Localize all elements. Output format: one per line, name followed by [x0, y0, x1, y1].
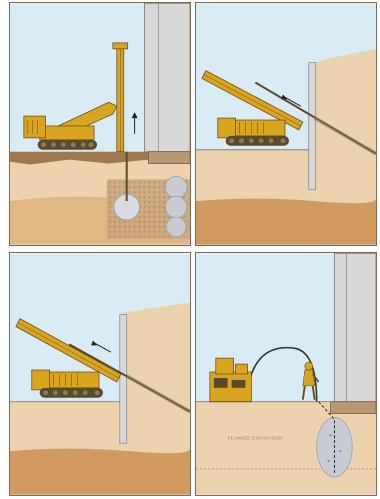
planned-excavation-label: PLANNED EXCAVATION — [228, 435, 283, 440]
footing — [148, 152, 190, 164]
rig-cab — [24, 116, 46, 138]
panel-inclined-drilling — [195, 2, 377, 246]
drill-machine-cab — [32, 370, 50, 390]
drill-machine-body — [234, 120, 285, 136]
grout-station-illustration: PLANNED EXCAVATION — [196, 253, 376, 495]
panel-vertical-jet-grouting — [9, 2, 191, 246]
deep-soil — [196, 199, 376, 245]
inclined-drilling-wall-illustration — [10, 253, 190, 495]
footing — [331, 402, 376, 414]
building-wall — [334, 253, 376, 411]
grout-column-3 — [166, 217, 186, 237]
panel-inclined-drilling-with-wall-casing — [9, 252, 191, 496]
drill-machine-tracks — [40, 388, 103, 398]
rig-tracks — [38, 140, 97, 150]
grout-mixer — [216, 358, 234, 374]
deep-soil — [10, 449, 190, 495]
sheet-wall — [309, 63, 316, 190]
rig-body — [40, 126, 94, 140]
sheet-wall — [120, 315, 127, 444]
worker — [305, 362, 313, 370]
building-wall — [145, 3, 190, 151]
grout-column-2 — [165, 196, 187, 218]
drill-machine-cab — [218, 118, 236, 138]
inclined-drilling-illustration — [196, 3, 376, 245]
vertical-grouting-illustration — [10, 3, 190, 245]
drill-machine-body — [48, 372, 99, 388]
panel-excavation-with-grout-line: PLANNED EXCAVATION — [195, 252, 377, 496]
grout-column-1 — [165, 176, 187, 198]
drill-machine-tracks — [226, 136, 289, 146]
